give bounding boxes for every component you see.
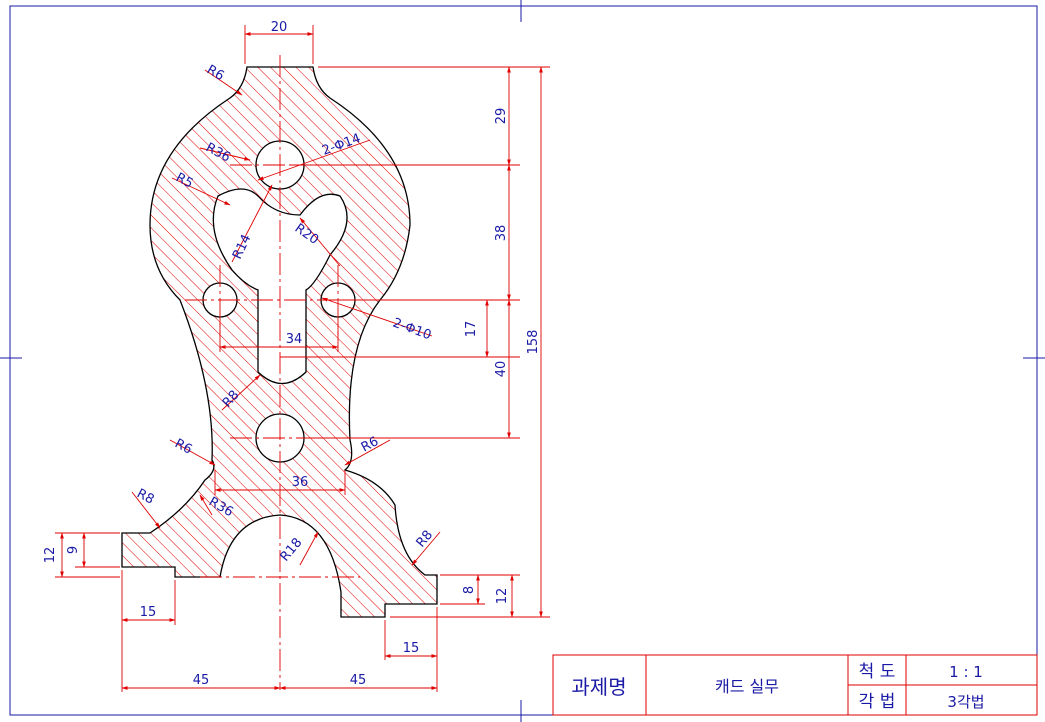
dim-h-12-right: 12 xyxy=(495,588,510,605)
dim-r5: R5 xyxy=(173,170,195,191)
scale-value: 1 : 1 xyxy=(949,663,983,681)
project-name: 캐드 실무 xyxy=(715,677,779,696)
projection-value: 3각법 xyxy=(947,693,984,711)
dim-h-8-right: 8 xyxy=(462,586,477,594)
scale-label: 척 도 xyxy=(859,662,896,682)
dim-h-9-left: 9 xyxy=(66,546,81,554)
leader-lines xyxy=(131,69,441,566)
dim-r8-left: R8 xyxy=(134,486,156,507)
project-label: 과제명 xyxy=(571,675,626,699)
dim-r6-right: R6 xyxy=(359,434,381,455)
dim-r6-left: R6 xyxy=(172,436,194,457)
dim-h-top: 29 xyxy=(494,108,509,125)
part-section xyxy=(121,66,438,618)
dim-h-mid: 38 xyxy=(494,225,509,242)
dim-h-40: 40 xyxy=(494,361,509,378)
dim-r-top: R6 xyxy=(204,62,226,84)
dim-w-36: 36 xyxy=(292,475,309,490)
dim-r8-right: R8 xyxy=(414,528,437,551)
projection-label: 각 법 xyxy=(859,692,896,712)
dim-total-height: 158 xyxy=(526,330,541,355)
dim-h-17: 17 xyxy=(464,321,479,338)
dim-h-12-left: 12 xyxy=(43,547,58,564)
dim-w-15-left: 15 xyxy=(140,605,157,620)
dim-w-34: 34 xyxy=(286,332,303,347)
dim-w-45-left: 45 xyxy=(193,673,210,688)
dim-holes-small: 2-Φ10 xyxy=(391,316,433,344)
dim-r18: R18 xyxy=(278,535,306,564)
dimension-lines xyxy=(60,32,543,690)
title-block: 과제명 캐드 실무 척 도 1 : 1 각 법 3각법 xyxy=(552,654,1038,716)
dim-top-width: 20 xyxy=(271,20,288,35)
dim-w-15-right: 15 xyxy=(403,641,420,656)
dim-w-45-right: 45 xyxy=(350,673,367,688)
